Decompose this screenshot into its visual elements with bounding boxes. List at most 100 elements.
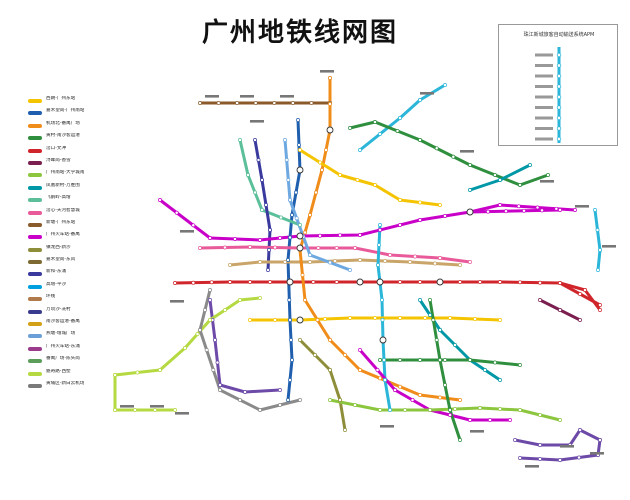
interchange-station [296,166,304,174]
station-dot [540,208,544,213]
apm-station [556,52,562,58]
station-dot [598,308,602,312]
legend-swatch [28,284,42,289]
legend-label: 新和-东涌 [46,269,67,275]
station-dot [288,318,292,322]
legend-item: 凤凰新村-万胜围 [28,183,108,195]
station-dot [328,102,332,106]
station-dot [328,76,332,80]
legend-swatch [28,185,42,190]
station-dot [198,101,202,105]
station-dot [297,143,301,147]
station-dot [290,358,294,362]
legend-item: 魁奇路-西塱 [28,369,108,381]
legend-swatch [28,210,42,215]
legend-label: 广州火车站-东涌 [46,343,80,349]
station-dot [338,398,342,402]
legend-item: 嘉禾望岗-东风 [28,257,108,269]
station-dot [433,261,437,266]
station-dot [268,280,272,284]
line-magenta-west [158,198,562,242]
legend-item: 滘口-文冲 [28,146,108,158]
station-dot [264,203,268,207]
station-dot [458,280,462,284]
station-dot [260,208,264,212]
station-dot [546,173,550,177]
legend-item: 镇龙西-新沙 [28,245,108,257]
station-label-placeholder [175,412,189,415]
station-dot [516,204,521,209]
station-dot [468,358,472,362]
legend-swatch [28,297,42,302]
station-dot [596,268,600,272]
apm-station [556,115,562,121]
station-label-placeholder [240,95,254,98]
legend-swatch [28,222,42,227]
station-dot [558,418,562,422]
station-dot [498,203,502,207]
station-dot [518,280,522,285]
station-label-placeholder [540,180,554,183]
station-dot [289,338,293,342]
legend-swatch [28,322,42,327]
station-dot [173,281,177,285]
legend-label: 新塘-广州东站 [46,219,76,225]
station-dot [290,101,295,105]
station-dot [258,408,262,412]
line-teal-right [593,208,602,272]
station-dot [308,213,312,217]
station-dot [378,223,382,227]
legend-item: 环线 [28,294,108,306]
station-dot [478,406,482,410]
map-title: 广州地铁线网图 [201,18,398,48]
legend-label: 滘心-天河智慧城 [46,207,80,213]
station-dot [228,280,232,284]
station-dot [238,138,242,142]
station-dot [324,148,328,152]
station-dot [418,298,422,302]
station-dot [578,428,582,432]
station-dot [418,280,422,284]
station-label-placeholder [602,245,616,248]
legend-item: 黄村-南沙客运港 [28,133,108,145]
station-dot [248,318,252,322]
line-teal-ne [358,83,447,152]
apm-station-label [535,53,553,57]
apm-station-label [535,85,553,88]
station-dot [598,248,602,252]
station-dot [448,316,452,320]
station-dot [410,398,415,402]
station-dot [373,120,377,124]
legend-label: 浔峰岗-香雪 [46,157,71,163]
station-dot [378,358,382,362]
station-dot [313,353,317,357]
legend-label: 黄埔区-新白云机场 [46,380,85,386]
station-label-placeholder [380,425,394,428]
legend-swatch [28,371,42,376]
station-dot [268,228,272,232]
legend-swatch [28,160,42,165]
station-dot [267,248,271,252]
station-dot [288,235,292,240]
legend-item: 广州火车站-番禺 [28,232,108,244]
station-dot [218,388,222,392]
station-dot [443,358,447,362]
station-dot [578,292,582,296]
station-dot [376,263,380,267]
legend-item: 高增-平沙 [28,282,108,294]
station-dot [373,316,377,320]
station-dot [383,259,387,263]
station-dot [348,126,352,130]
station-dot [338,173,342,177]
legend-swatch [28,334,42,339]
station-dot [223,308,227,312]
station-dot [248,280,252,284]
station-dot [315,318,320,322]
interchange-station [376,278,384,286]
apm-inset-line-drawing [535,47,562,143]
legend-item: 广州南站-大学城南 [28,170,108,182]
legend-item: 嘉禾望岗-广州南站 [28,108,108,120]
station-dot [428,408,432,412]
station-dot [413,254,417,259]
station-dot [195,332,200,336]
